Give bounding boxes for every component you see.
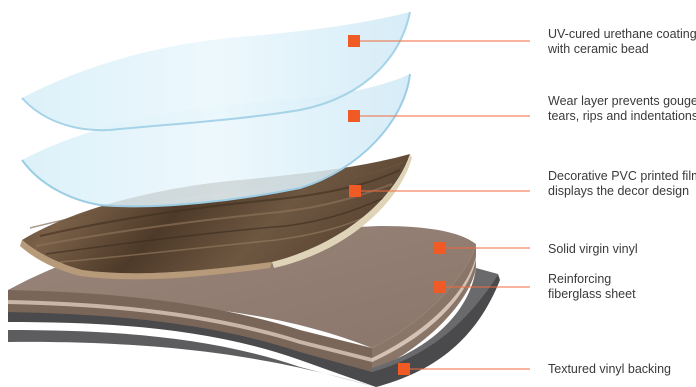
marker-decor-film xyxy=(349,185,361,197)
marker-fiberglass xyxy=(434,281,446,293)
label-uv-coating: UV-cured urethane coating with ceramic b… xyxy=(548,27,696,57)
label-backing: Textured vinyl backing xyxy=(548,362,671,377)
label-uv-coating-line-2: with ceramic bead xyxy=(548,42,696,57)
label-wear-layer-line-2: tears, rips and indentations xyxy=(548,109,696,124)
label-fiberglass: Reinforcing fiberglass sheet xyxy=(548,272,636,302)
marker-virgin-vinyl xyxy=(434,242,446,254)
label-fiberglass-line-2: fiberglass sheet xyxy=(548,287,636,302)
label-backing-line-1: Textured vinyl backing xyxy=(548,362,671,377)
label-fiberglass-line-1: Reinforcing xyxy=(548,272,636,287)
label-uv-coating-line-1: UV-cured urethane coating xyxy=(548,27,696,42)
label-wear-layer-line-1: Wear layer prevents gouges xyxy=(548,94,696,109)
label-decor-film-line-1: Decorative PVC printed film xyxy=(548,169,696,184)
label-virgin-vinyl-line-1: Solid virgin vinyl xyxy=(548,242,638,257)
label-decor-film: Decorative PVC printed film displays the… xyxy=(548,169,696,199)
label-decor-film-line-2: displays the decor design xyxy=(548,184,696,199)
marker-backing xyxy=(398,363,410,375)
label-wear-layer: Wear layer prevents gouges tears, rips a… xyxy=(548,94,696,124)
label-virgin-vinyl: Solid virgin vinyl xyxy=(548,242,638,257)
marker-wear-layer xyxy=(348,110,360,122)
marker-uv-coating xyxy=(348,35,360,47)
